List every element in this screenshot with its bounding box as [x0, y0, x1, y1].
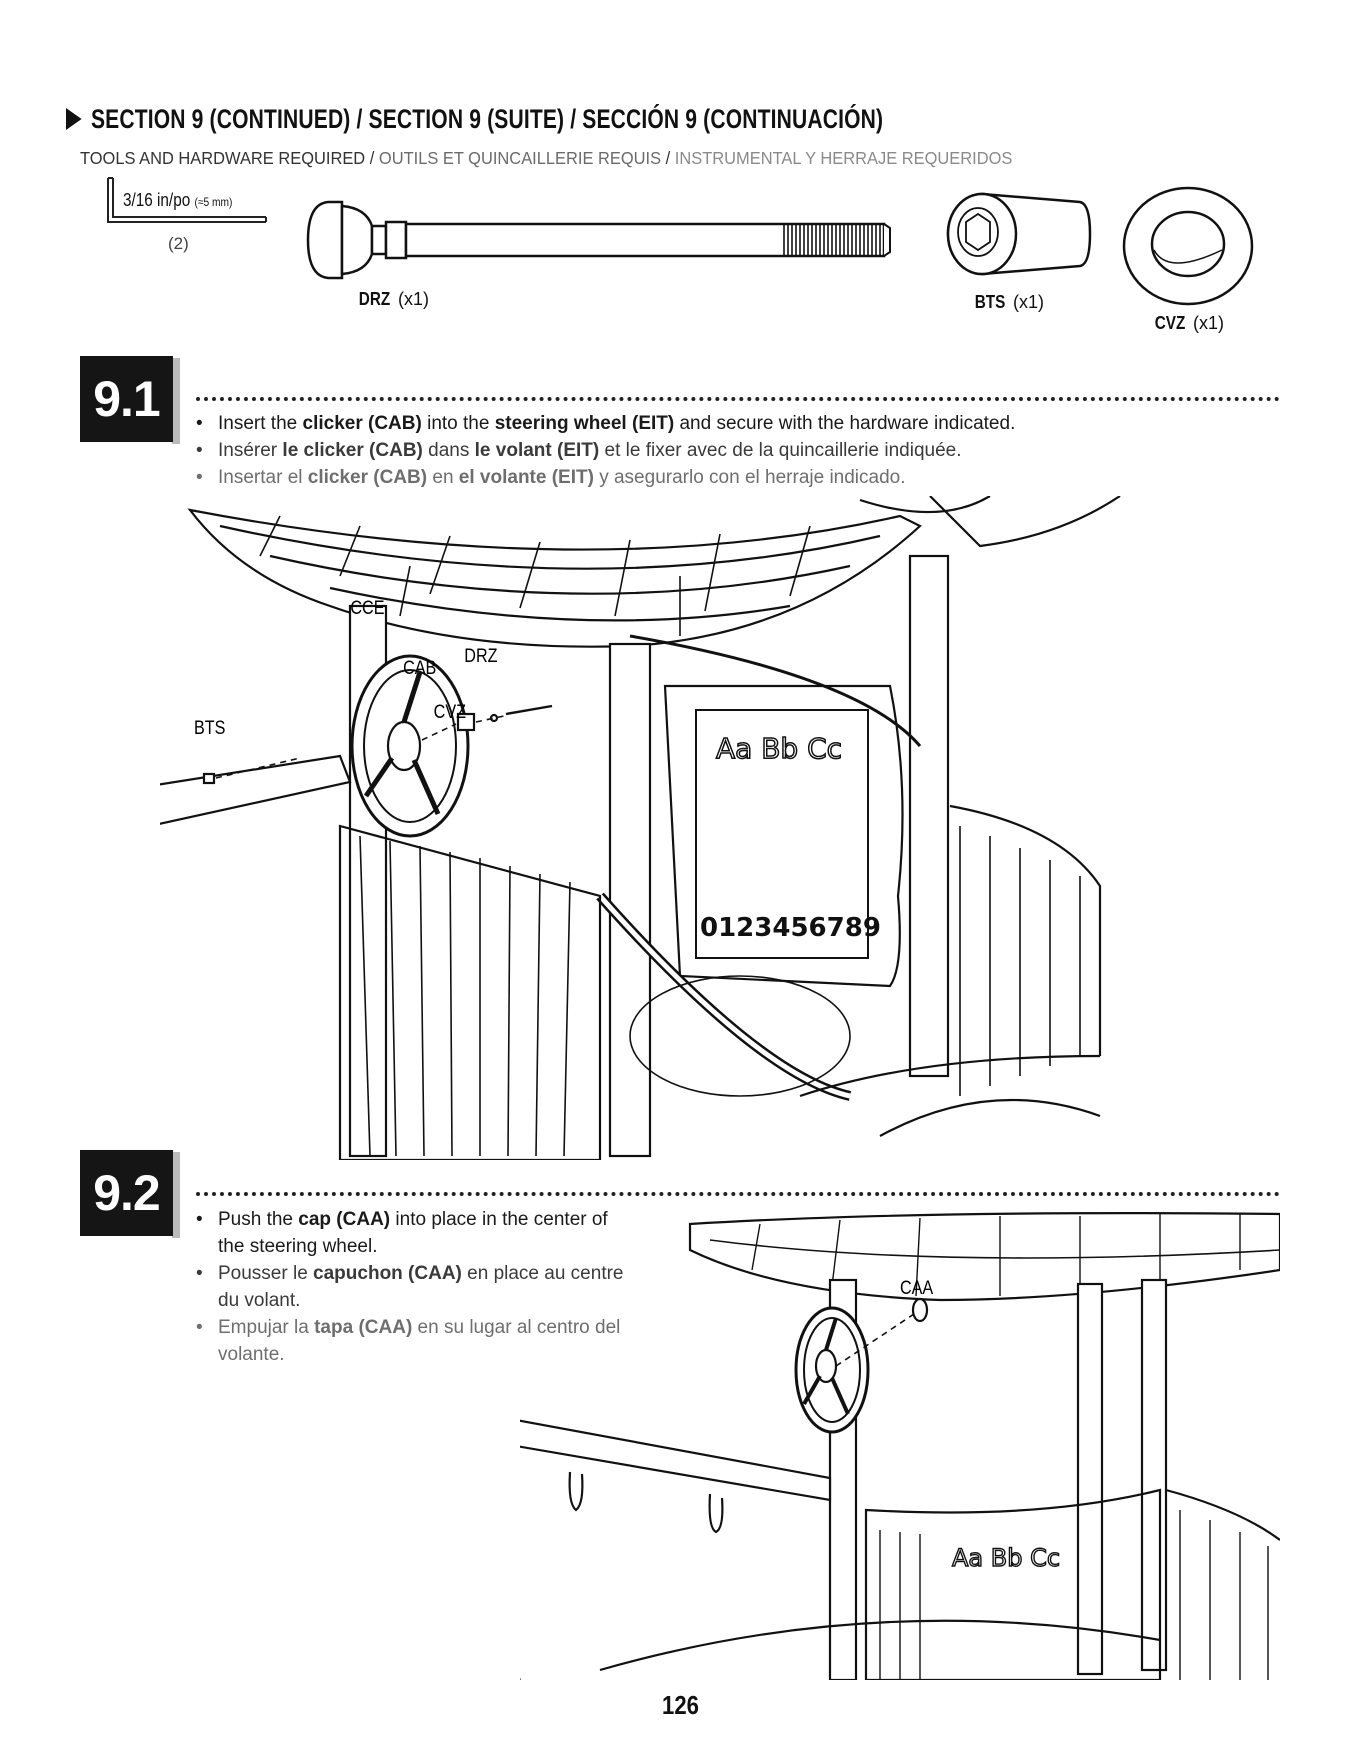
- hex-key-size: 3/16 in/po (≈5 mm): [123, 190, 233, 210]
- divider: [196, 397, 1280, 401]
- label-cvz: CVZ: [434, 701, 467, 723]
- label-cce: CCE: [350, 597, 384, 619]
- board-letters: Aa Bb Cc: [952, 1544, 1060, 1572]
- bolt-drz-icon: [306, 200, 891, 280]
- step-badge-9-2: 9.2: [80, 1150, 173, 1236]
- step-9-1-instructions: Insert the clicker (CAB) into the steeri…: [196, 410, 1276, 491]
- step-9-2-instructions: Push the cap (CAA) into place in the cen…: [196, 1206, 636, 1368]
- hardware-label-drz: DRZ (x1): [358, 289, 430, 309]
- board-digits: 0123456789: [700, 913, 881, 943]
- illustration-step-9-1: Aa Bb Cc 0123456789: [160, 496, 1121, 1160]
- hardware-label-cvz: CVZ (x1): [1154, 313, 1225, 333]
- board-letters: Aa Bb Cc: [716, 732, 842, 765]
- arrow-right-icon: [66, 108, 82, 130]
- divider: [196, 1192, 1280, 1196]
- instruction-fr: Pousser le capuchon (CAA) en place au ce…: [196, 1260, 636, 1314]
- label-caa: CAA: [900, 1277, 933, 1299]
- label-drz: DRZ: [464, 645, 497, 667]
- illustration-step-9-2: Aa Bb Cc CAA: [520, 1212, 1280, 1680]
- instruction-en: Push the cap (CAA) into place in the cen…: [196, 1206, 636, 1260]
- barrel-nut-bts-icon: [946, 192, 1092, 276]
- instruction-es: Empujar la tapa (CAA) en su lugar al cen…: [196, 1314, 636, 1368]
- step-badge-9-1: 9.1: [80, 356, 173, 442]
- hex-key-icon: [107, 177, 267, 223]
- page-number: 126: [662, 1690, 699, 1720]
- instruction-fr: Insérer le clicker (CAB) dans le volant …: [196, 437, 1276, 464]
- tools-required-title: TOOLS AND HARDWARE REQUIRED / OUTILS ET …: [80, 148, 1013, 168]
- hex-key-qty: (2): [168, 234, 189, 253]
- washer-cvz-icon: [1122, 186, 1254, 306]
- instruction-es: Insertar el clicker (CAB) en el volante …: [196, 464, 1276, 491]
- instruction-en: Insert the clicker (CAB) into the steeri…: [196, 410, 1276, 437]
- section-title: SECTION 9 (CONTINUED) / SECTION 9 (SUITE…: [66, 104, 883, 135]
- label-bts: BTS: [194, 717, 225, 739]
- label-cab: CAB: [403, 657, 436, 679]
- hardware-label-bts: BTS (x1): [974, 292, 1045, 312]
